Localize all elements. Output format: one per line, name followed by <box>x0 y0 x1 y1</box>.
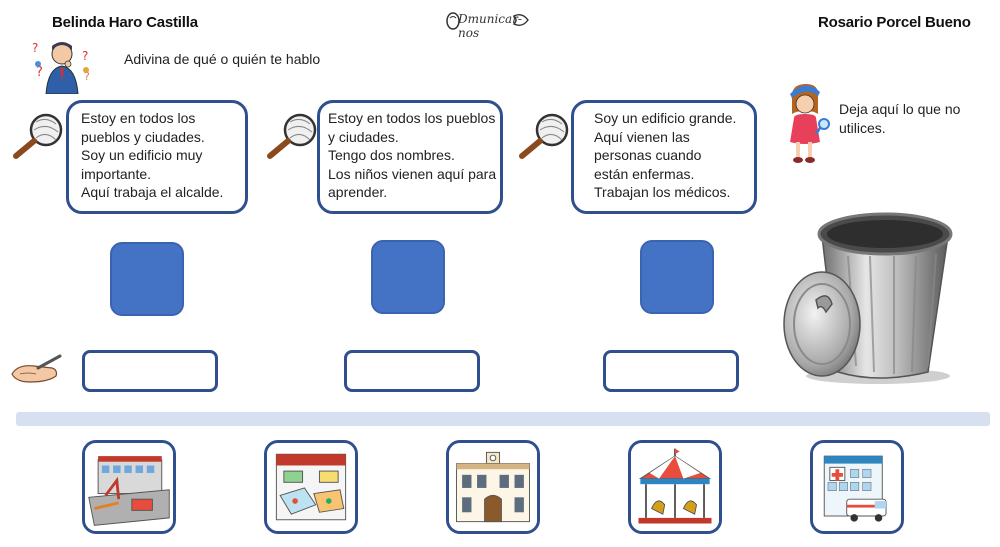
riddle-line: personas cuando <box>594 147 702 163</box>
tile-market[interactable] <box>264 440 358 534</box>
drop-target-1[interactable] <box>110 242 184 316</box>
riddle-line: están enfermas. <box>594 165 695 182</box>
svg-text:?: ? <box>32 41 38 55</box>
writing-hand-icon <box>8 352 64 388</box>
thinking-person-icon: ? ? ? ? <box>30 38 94 95</box>
answer-box-1[interactable] <box>82 350 218 392</box>
drop-target-3[interactable] <box>640 240 714 314</box>
magnifier-icon <box>518 112 572 160</box>
tile-fair[interactable] <box>628 440 722 534</box>
hospital-icon <box>813 443 901 531</box>
magnifier-icon <box>12 112 66 160</box>
trash-note-line: utilices. <box>839 120 886 136</box>
instruction-text: Adivina de qué o quién te hablo <box>124 51 321 67</box>
riddle-line: Soy un edificio muy <box>81 147 203 163</box>
trash-can-icon[interactable] <box>778 196 958 386</box>
trash-note-line: Deja aquí lo que no <box>839 101 961 117</box>
author-left: Belinda Haro Castilla <box>52 14 198 31</box>
riddle-line: Estoy en todos los <box>81 110 196 126</box>
logo-icon <box>446 12 529 30</box>
drop-target-2[interactable] <box>371 240 445 314</box>
svg-text:?: ? <box>36 65 43 80</box>
riddle-line: Trabajan los médicos. <box>594 184 731 200</box>
town-hall-icon <box>449 443 537 531</box>
riddle-line: Aquí vienen las <box>594 128 690 145</box>
logo-text: Dmunicar-nos <box>458 12 522 40</box>
riddle-line: pueblos y ciudades. <box>81 128 205 145</box>
riddle-line: Tengo dos nombres. <box>328 147 455 163</box>
author-right: Rosario Porcel Bueno <box>818 14 971 31</box>
riddle-line: Aquí trabaja el alcalde. <box>81 184 224 200</box>
riddle-line: Estoy en todos los pueblos <box>328 110 496 126</box>
riddle-line: importante. <box>81 165 152 182</box>
riddle-line: Soy un edificio grande. <box>594 110 737 126</box>
answer-box-3[interactable] <box>603 350 739 392</box>
trash-note: Deja aquí lo que no utilices. <box>839 100 960 138</box>
tile-town-hall[interactable] <box>446 440 540 534</box>
svg-text:?: ? <box>82 49 88 63</box>
magnifier-icon <box>266 112 320 160</box>
answer-box-2[interactable] <box>344 350 480 392</box>
market-icon <box>267 443 355 531</box>
school-icon <box>85 443 173 531</box>
riddle-line: aprender. <box>328 184 388 200</box>
tile-school[interactable] <box>82 440 176 534</box>
riddle-line: y ciudades. <box>328 128 399 145</box>
logo: Dmunicar-nos <box>444 8 530 40</box>
riddle-bubble-3: Soy un edificio grande. Aquí vienen las … <box>571 100 757 214</box>
riddle-line: Los niños vienen aquí para <box>328 165 497 182</box>
svg-text:?: ? <box>84 70 90 83</box>
girl-detective-icon <box>784 80 830 166</box>
tile-hospital[interactable] <box>810 440 904 534</box>
fair-carousel-icon <box>631 443 719 531</box>
divider-bar <box>16 412 990 426</box>
riddle-bubble-2: Estoy en todos los pueblos y ciudades. T… <box>317 100 503 214</box>
riddle-bubble-1: Estoy en todos los pueblos y ciudades. S… <box>66 100 248 214</box>
